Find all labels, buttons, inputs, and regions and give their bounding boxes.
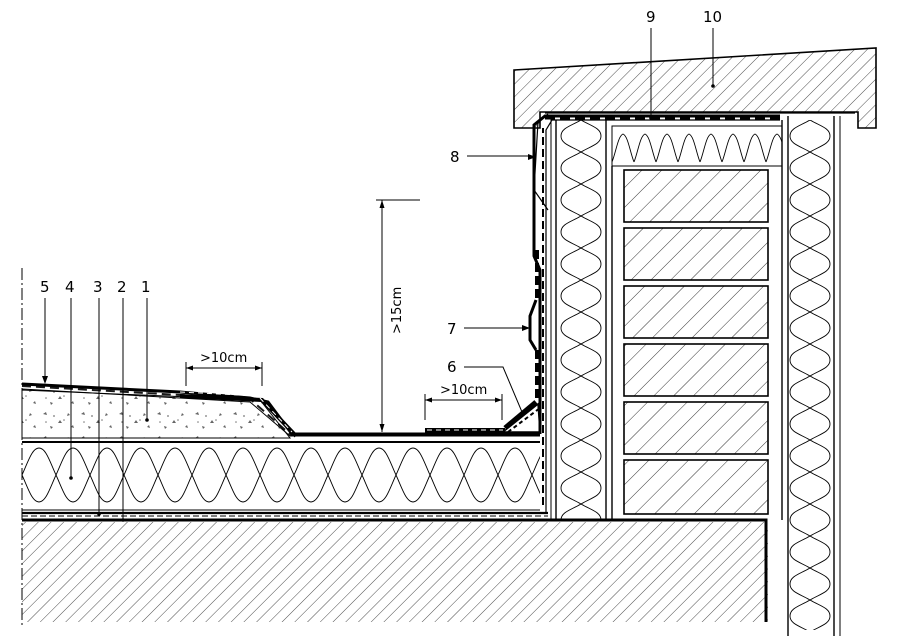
coping-stone <box>513 47 877 129</box>
masonry-wall <box>611 120 783 520</box>
callout-group-left: 5 4 3 2 1 <box>40 278 151 522</box>
callout-3: 3 <box>93 278 103 296</box>
dimension-label-overlap-left: >10cm <box>200 351 247 366</box>
dimension-label-overlap-right: >10cm <box>440 383 487 398</box>
overlap-strip-left <box>179 391 298 438</box>
callout-group-8: 8 <box>450 148 536 166</box>
callout-6: 6 <box>447 358 457 376</box>
callout-5: 5 <box>40 278 50 296</box>
parapet-insulation-top <box>611 125 783 167</box>
parapet-insulation-outer <box>787 116 841 636</box>
dimension-overlap-right: >10cm <box>424 383 503 420</box>
callout-group-6: 6 <box>447 358 523 413</box>
angle-fillet <box>500 400 541 433</box>
dimension-upstand: >15cm <box>376 199 420 432</box>
dimension-overlap-left: >10cm <box>185 351 263 386</box>
callout-9: 9 <box>646 8 656 26</box>
callout-2: 2 <box>117 278 127 296</box>
callout-1: 1 <box>141 278 151 296</box>
parapet-insulation-inner <box>550 116 607 520</box>
thermal-insulation <box>22 441 540 511</box>
callout-7: 7 <box>447 320 457 338</box>
overlap-strip-right <box>425 428 505 433</box>
callout-4: 4 <box>65 278 75 296</box>
callout-10: 10 <box>703 8 722 26</box>
vapour-barrier <box>22 511 548 517</box>
flashing-profile <box>533 113 549 211</box>
concrete-slab <box>22 518 768 622</box>
callout-8: 8 <box>450 148 460 166</box>
callout-group-top: 9 10 <box>646 8 722 120</box>
dimension-label-upstand: >15cm <box>390 287 405 334</box>
coping-membrane <box>545 112 855 120</box>
callout-group-7: 7 <box>447 320 530 338</box>
